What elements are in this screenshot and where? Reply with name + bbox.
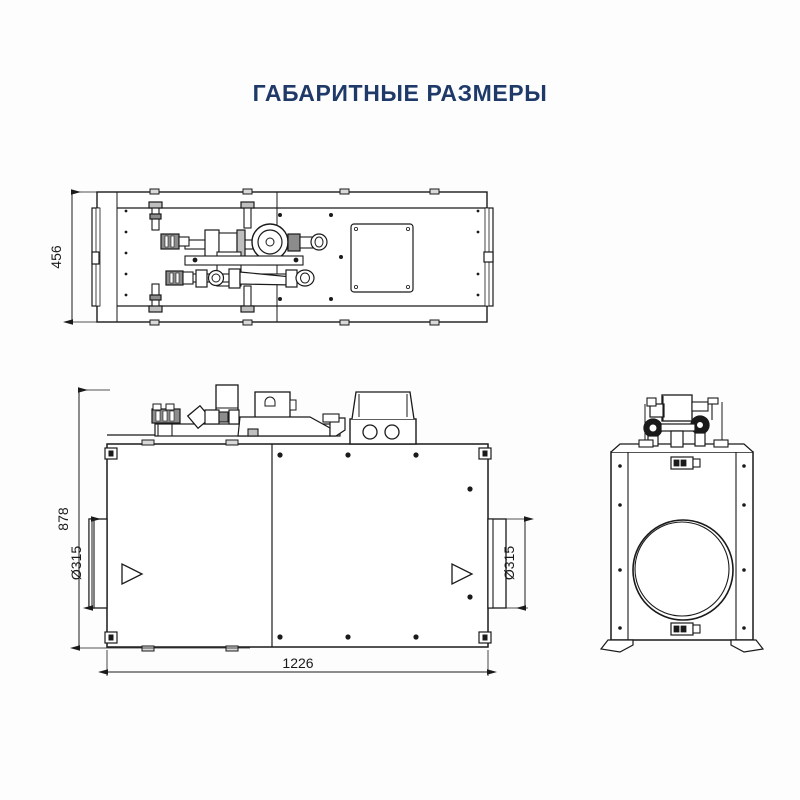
front-view-duct-right bbox=[451, 518, 507, 609]
top-view-service-panel bbox=[350, 223, 414, 293]
front-view-corner-brackets bbox=[104, 447, 492, 644]
side-view-latches bbox=[670, 456, 701, 636]
side-view-machinery bbox=[638, 394, 729, 448]
side-view-fan-circle bbox=[632, 519, 734, 621]
dimension-456: 456 bbox=[48, 189, 100, 325]
dimension-duct-left: Ø315 bbox=[68, 516, 101, 611]
front-view-machinery bbox=[151, 384, 346, 437]
front-view-top-tabs bbox=[141, 439, 239, 652]
side-view-fixings bbox=[618, 464, 746, 630]
front-view-control-box bbox=[349, 391, 417, 445]
dimension-878: 878 bbox=[55, 387, 250, 651]
top-view-pipework-upper bbox=[160, 223, 328, 287]
top-view-pipe-stubs bbox=[148, 201, 255, 313]
top-view-mount-tabs bbox=[149, 188, 440, 326]
top-view-duct-left bbox=[91, 207, 101, 307]
page-title: ГАБАРИТНЫЕ РАЗМЕРЫ bbox=[252, 80, 548, 106]
dimension-456-label: 456 bbox=[48, 245, 64, 269]
top-view bbox=[91, 188, 494, 326]
front-view-fixings bbox=[277, 452, 473, 640]
dimension-duct-left-label: Ø315 bbox=[68, 546, 84, 580]
dimension-878-label: 878 bbox=[55, 507, 71, 531]
top-view-duct-right bbox=[483, 207, 494, 307]
dimension-duct-right: Ø315 bbox=[501, 516, 534, 611]
dimension-1226: 1226 bbox=[98, 650, 497, 676]
front-view-body bbox=[106, 443, 489, 648]
side-view-feet bbox=[599, 639, 765, 653]
dimension-1226-label: 1226 bbox=[282, 655, 313, 671]
dimension-duct-right-label: Ø315 bbox=[501, 546, 517, 580]
top-view-fixings bbox=[124, 209, 480, 301]
top-view-pipework-lower bbox=[165, 268, 315, 289]
side-view bbox=[599, 394, 765, 653]
front-view bbox=[88, 384, 507, 652]
